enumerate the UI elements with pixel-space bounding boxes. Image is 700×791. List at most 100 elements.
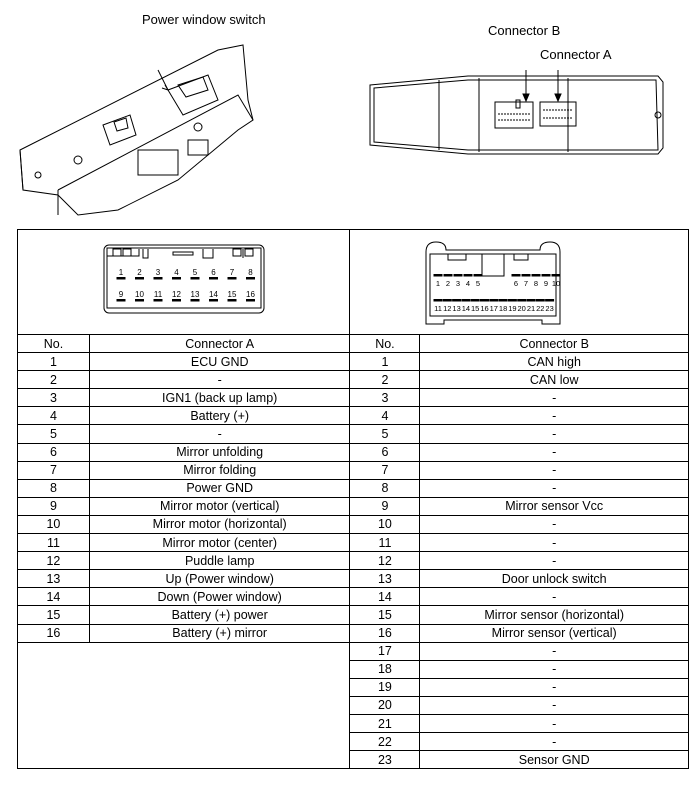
pin-name-b: -: [419, 695, 689, 715]
pin-no-a: 1: [17, 352, 90, 372]
pin-name-b: Door unlock switch: [419, 569, 689, 589]
pin-number: 21: [527, 304, 535, 313]
pin-number: 16: [246, 290, 255, 299]
pin-number: 18: [499, 304, 507, 313]
pin-name-a: IGN1 (back up lamp): [88, 388, 351, 408]
pin-contact: [551, 274, 561, 277]
pin-name-a: -: [88, 370, 351, 390]
pin-contact: [190, 299, 200, 302]
pin-name-a: Power GND: [88, 478, 351, 498]
pin-name-b: -: [419, 659, 689, 679]
pin-no-b: 7: [349, 460, 421, 480]
pin-name-b: Mirror sensor (horizontal): [419, 605, 689, 625]
pin-number: 3: [456, 279, 460, 288]
pin-contact: [209, 277, 218, 280]
pin-contact: [153, 299, 163, 302]
pin-no-b: 14: [349, 587, 421, 607]
pin-number: 7: [524, 279, 528, 288]
pin-name-b: -: [419, 460, 689, 480]
pin-contact: [172, 277, 181, 280]
pin-no-b: 16: [349, 623, 421, 643]
pin-contact: [517, 299, 527, 302]
pin-contact: [116, 277, 126, 280]
pin-number: 10: [135, 290, 144, 299]
pin-name-a: -: [88, 424, 351, 444]
pin-no-a: 3: [17, 388, 90, 408]
pin-contact: [541, 274, 551, 277]
pin-contact: [453, 274, 463, 277]
power-window-switch-illustration: [19, 44, 254, 216]
pin-no-a: 16: [17, 623, 90, 643]
pin-contact: [471, 299, 481, 302]
pin-contact: [246, 277, 255, 280]
pin-no-b: 17: [349, 641, 421, 661]
pin-contact: [461, 299, 471, 302]
pin-number: 10: [552, 279, 560, 288]
pin-no-b: 19: [349, 677, 421, 697]
pin-number: 11: [435, 304, 443, 313]
pin-name-b: Sensor GND: [419, 750, 689, 770]
pin-no-a: 7: [17, 460, 90, 480]
pin-no-b: 10: [349, 514, 421, 535]
pin-number: 2: [137, 268, 142, 277]
pin-no-a: 2: [17, 370, 90, 390]
pin-no-b: 3: [349, 388, 421, 408]
table-row: 18-: [18, 659, 689, 679]
pin-contact: [443, 299, 453, 302]
power-window-switch-label: Power window switch: [142, 12, 266, 27]
pin-name-b: -: [419, 424, 689, 444]
pin-number: 9: [119, 290, 124, 299]
header-no-b: No.: [349, 333, 421, 354]
pin-name-b: -: [419, 677, 689, 697]
pin-contact: [463, 274, 473, 277]
connector-location-illustration: [369, 70, 664, 155]
pin-contact: [473, 274, 483, 277]
pin-contact: [443, 274, 453, 277]
pin-name-a: Up (Power window): [88, 569, 351, 589]
pin-contact: [135, 277, 144, 280]
pin-no-b: 8: [349, 478, 421, 498]
pin-name-b: Mirror sensor (vertical): [419, 623, 689, 643]
pin-name-a: Battery (+) power: [88, 605, 351, 625]
connector-b-label: Connector B: [488, 23, 561, 38]
pin-name-b: -: [419, 514, 689, 535]
pin-contact: [531, 274, 541, 277]
pin-name-b: -: [419, 442, 689, 462]
table-row: 21-: [18, 713, 689, 734]
pin-number: 6: [514, 279, 518, 288]
pin-number: 13: [191, 290, 200, 299]
pin-number: 5: [193, 268, 198, 277]
pin-name-b: -: [419, 713, 689, 734]
pin-no-b: 13: [349, 569, 421, 589]
pin-no-a: 11: [17, 533, 90, 553]
pin-name-a: Battery (+): [88, 406, 351, 426]
pin-no-b: 23: [349, 750, 421, 770]
pin-number: 19: [509, 304, 517, 313]
table-row: 20-: [18, 695, 689, 715]
pin-contact: [135, 299, 144, 302]
pin-contact: [452, 299, 462, 302]
pin-name-b: -: [419, 641, 689, 661]
pin-name-b: -: [419, 406, 689, 426]
pin-name-a: Mirror motor (vertical): [88, 496, 351, 516]
pin-contact: [190, 277, 200, 280]
pin-name-b: -: [419, 533, 689, 553]
pin-no-a: 13: [17, 569, 90, 589]
pin-no-b: 9: [349, 496, 421, 516]
pin-contact: [227, 299, 237, 302]
pin-name-b: -: [419, 388, 689, 408]
pin-name-a: Mirror folding: [88, 460, 351, 480]
pin-no-b: 2: [349, 370, 421, 390]
